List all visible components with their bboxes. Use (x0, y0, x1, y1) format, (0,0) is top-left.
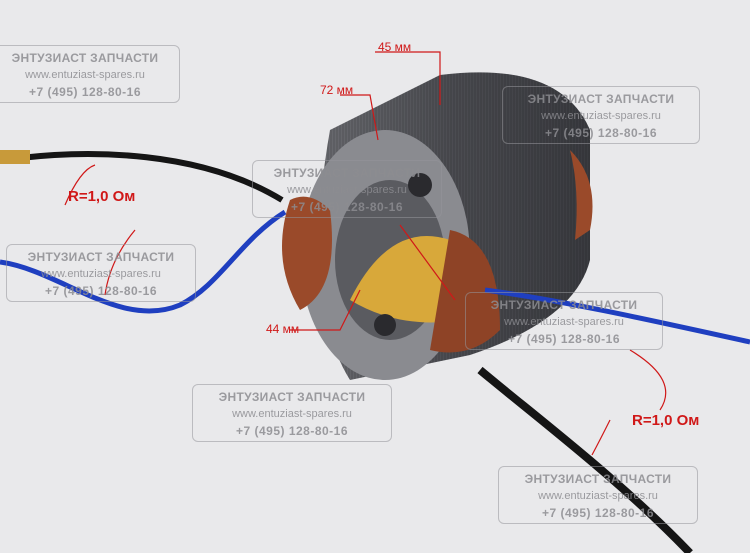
watermark-box: ЭНТУЗИАСТ ЗАПЧАСТИ www.entuziast-spares.r… (192, 384, 392, 442)
insulation (350, 236, 460, 323)
watermark-phone: +7 (495) 128-80-16 (541, 506, 655, 520)
blue-wire-left (0, 209, 287, 314)
resistance-label-right: R=1,0 Ом (632, 412, 700, 429)
watermark-phone: +7 (495) 128-80-16 (290, 200, 404, 214)
watermark-title: ЭНТУЗИАСТ ЗАПЧАСТИ (490, 298, 638, 312)
resistance-label-left: R=1,0 Ом (68, 188, 136, 205)
watermark-url: www.entuziast-spares.ru (25, 69, 145, 81)
mount-hole-top (408, 173, 432, 197)
watermark-title: ЭНТУЗИАСТ ЗАПЧАСТИ (273, 166, 421, 180)
black-wire-left (19, 151, 284, 203)
winding-left (282, 196, 332, 310)
winding-back (570, 150, 593, 240)
mount-hole-bottom (374, 314, 396, 336)
watermark-title: ЭНТУЗИАСТ ЗАПЧАСТИ (11, 51, 159, 65)
inner-size-label: 44 мм (266, 322, 300, 336)
measurement-lines (64, 51, 667, 456)
watermark-url: www.entuziast-spares.ru (541, 110, 661, 122)
watermark-phone: +7 (495) 128-80-16 (544, 126, 658, 140)
watermark-box: ЭНТУЗИАСТ ЗАПЧАСТИ www.entuziast-spares.r… (0, 45, 180, 103)
watermark-box: ЭНТУЗИАСТ ЗАПЧАСТИ www.entuziast-spares.r… (465, 292, 663, 350)
watermark-phone: +7 (495) 128-80-16 (235, 424, 349, 438)
length-label: 45 мм (378, 40, 412, 54)
watermark-phone: +7 (495) 128-80-16 (44, 284, 158, 298)
connector-left (0, 150, 30, 164)
watermark-url: www.entuziast-spares.ru (538, 490, 658, 502)
watermark-title: ЭНТУЗИАСТ ЗАПЧАСТИ (218, 390, 366, 404)
watermark-url: www.entuziast-spares.ru (504, 316, 624, 328)
watermark-url: www.entuziast-spares.ru (41, 268, 161, 280)
watermark-url: www.entuziast-spares.ru (232, 408, 352, 420)
diameter-label: 72 мм (320, 83, 354, 97)
winding-right (430, 230, 500, 353)
watermark-phone: +7 (495) 128-80-16 (507, 332, 621, 346)
watermark-title: ЭНТУЗИАСТ ЗАПЧАСТИ (527, 92, 675, 106)
watermark-url: www.entuziast-spares.ru (287, 184, 407, 196)
watermark-title: ЭНТУЗИАСТ ЗАПЧАСТИ (524, 472, 672, 486)
watermark-box: ЭНТУЗИАСТ ЗАПЧАСТИ www.entuziast-spares.r… (6, 244, 196, 302)
watermark-title: ЭНТУЗИАСТ ЗАПЧАСТИ (27, 250, 175, 264)
watermark-box: ЭНТУЗИАСТ ЗАПЧАСТИ www.entuziast-spares.r… (498, 466, 698, 524)
watermark-box: ЭНТУЗИАСТ ЗАПЧАСТИ www.entuziast-spares.r… (252, 160, 442, 218)
watermark-box: ЭНТУЗИАСТ ЗАПЧАСТИ www.entuziast-spares.r… (502, 86, 700, 144)
blue-wire-right (484, 287, 750, 345)
black-wire-bottom (477, 366, 693, 553)
watermark-phone: +7 (495) 128-80-16 (28, 85, 142, 99)
